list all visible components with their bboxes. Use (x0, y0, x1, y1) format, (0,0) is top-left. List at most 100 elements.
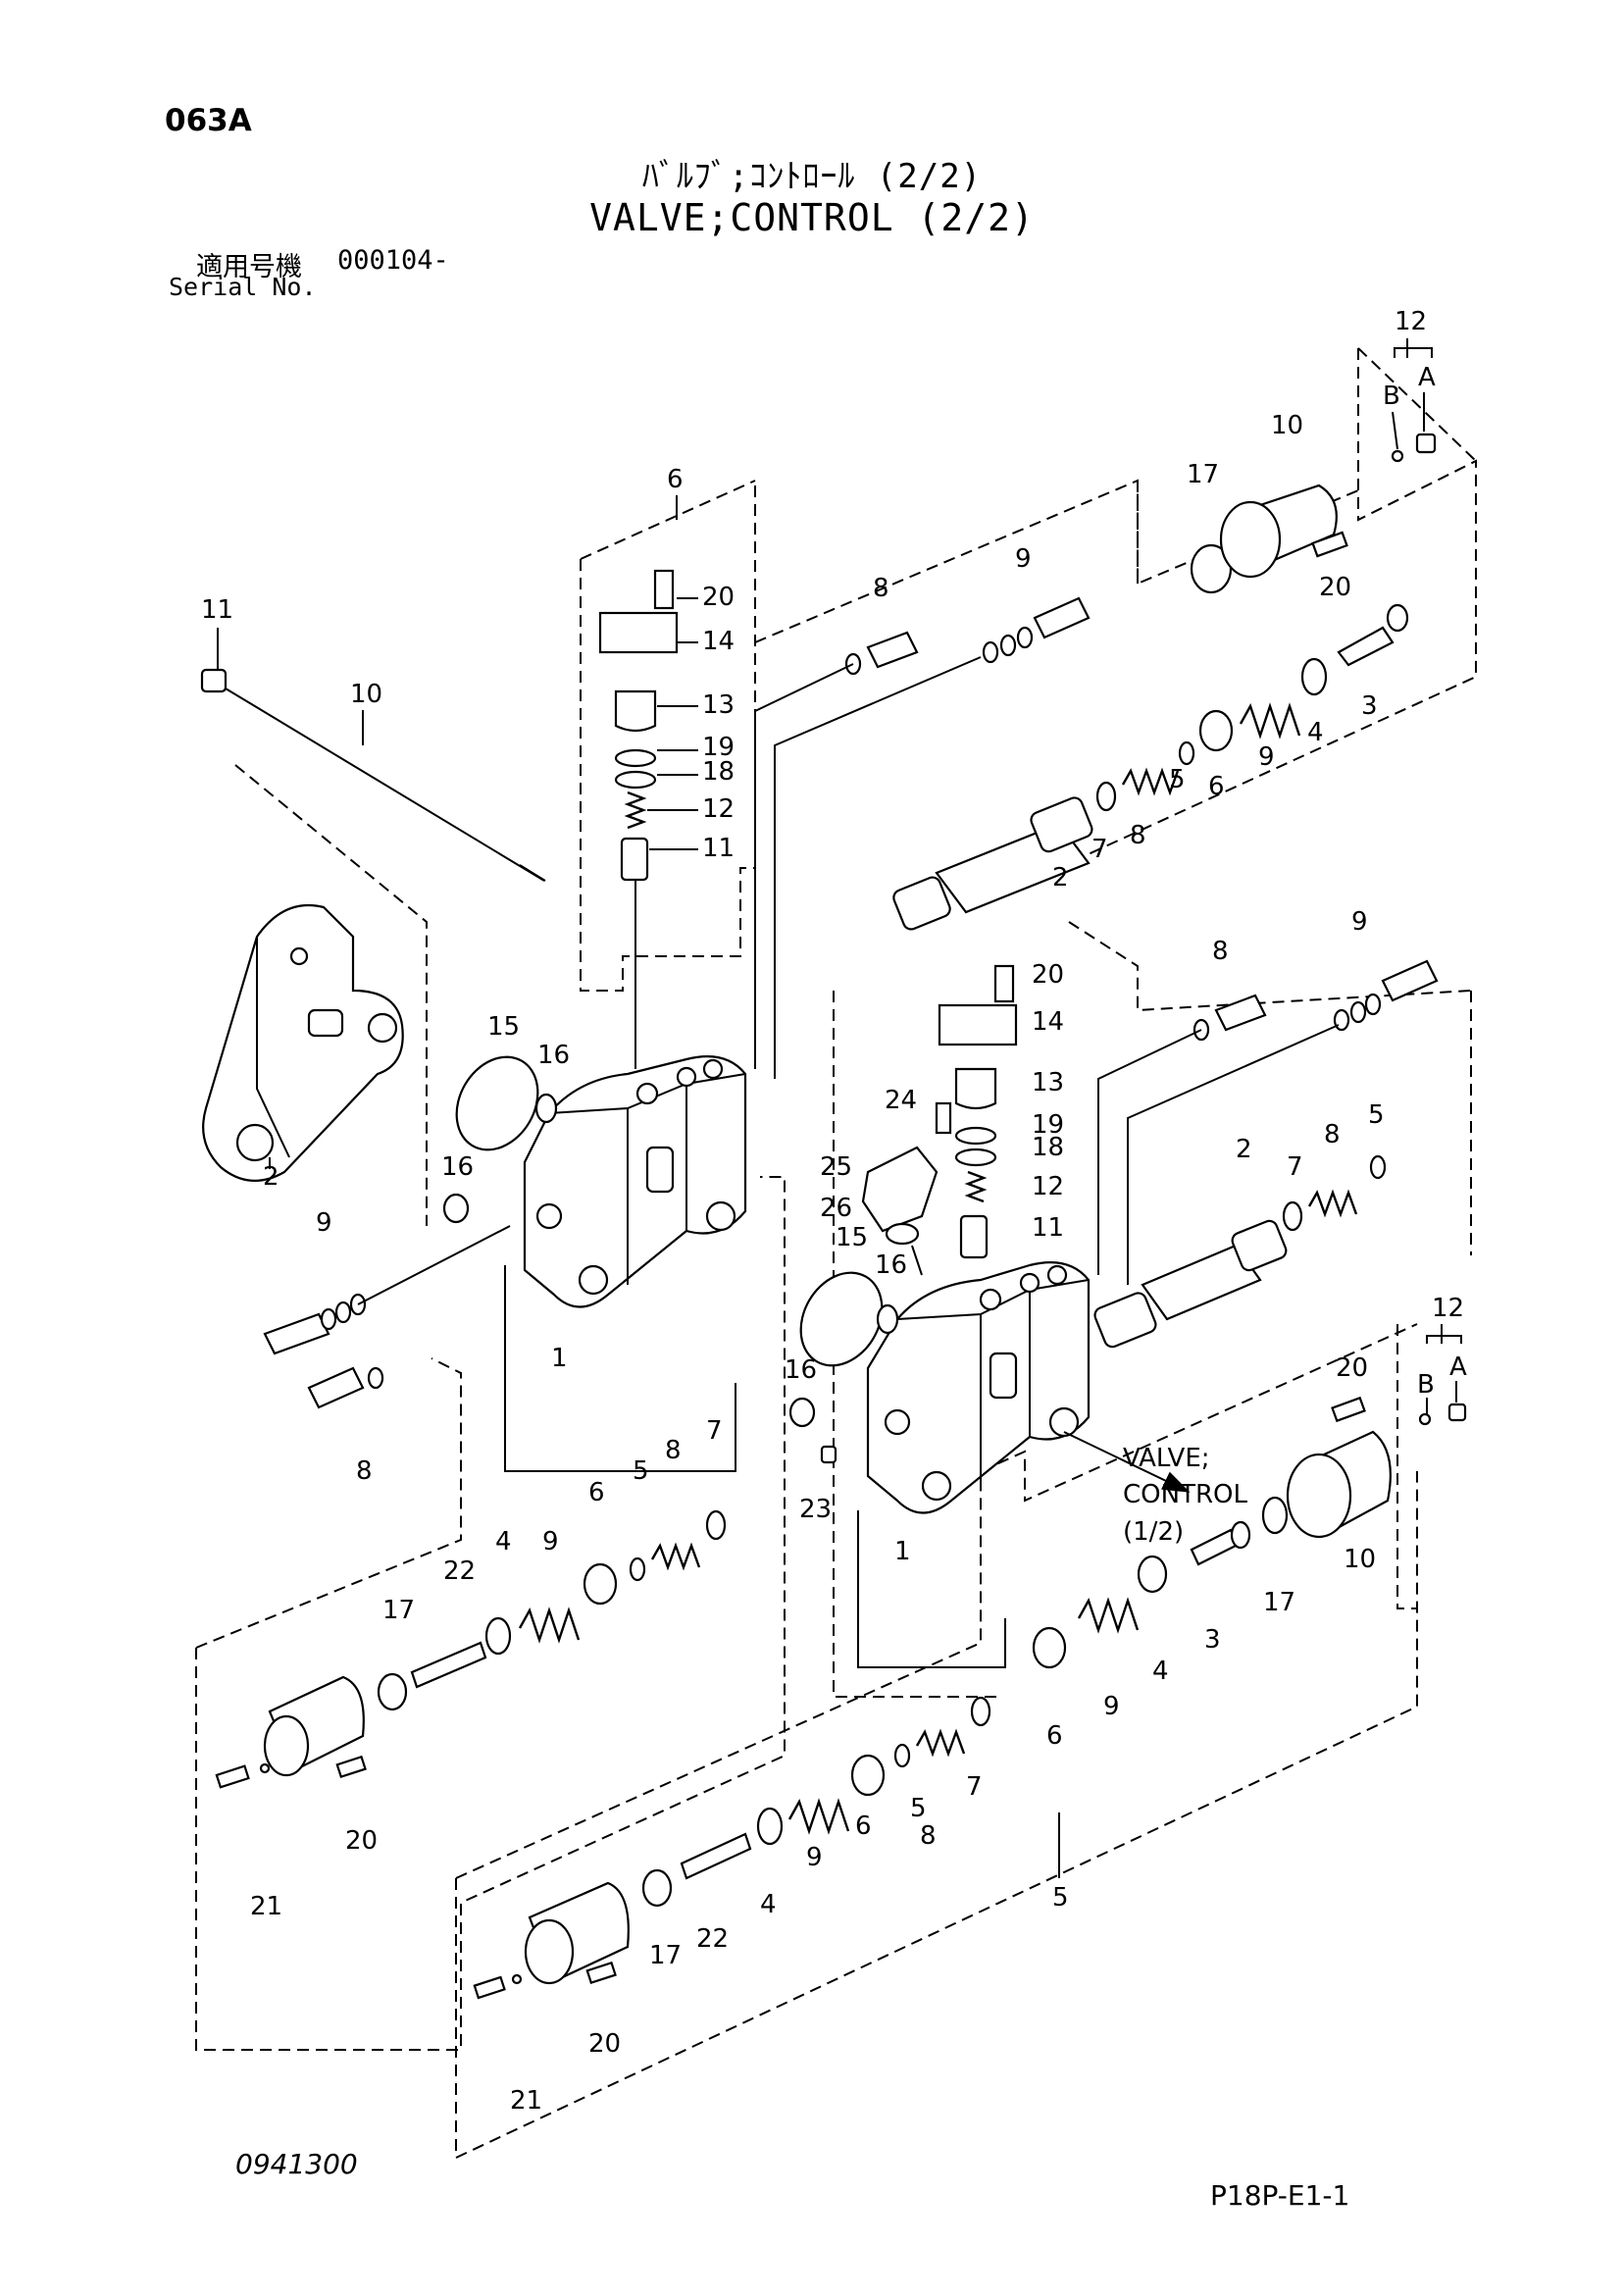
label-22-right: 22 (696, 1924, 729, 1954)
cover-25 (861, 1146, 939, 1233)
ref-valve-line1: VALVE; (1123, 1444, 1210, 1473)
label-21-right: 21 (510, 2086, 542, 2116)
piston-11-mid (959, 1214, 989, 1259)
label-20-left-lower: 20 (345, 1826, 378, 1856)
spring-8-left (650, 1542, 701, 1571)
oring-16-right-a (876, 1303, 899, 1335)
cap-13-mid (954, 1067, 997, 1110)
label-7-right-lower: 7 (966, 1772, 983, 1802)
label-11-top: 11 (702, 834, 735, 863)
label-A-upper: A (1418, 363, 1436, 392)
plug-12B-upper (1391, 449, 1404, 463)
subassembly-mid-parts (861, 964, 1018, 1276)
label-19-mid: 19 (1032, 1110, 1064, 1140)
label-16-right-b: 16 (785, 1355, 817, 1385)
label-6-lower-right: 6 (1046, 1721, 1063, 1751)
label-17-upper: 17 (1187, 460, 1219, 489)
cap-13-top (614, 689, 657, 733)
washer-5-left (629, 1556, 646, 1582)
oring-17-right (641, 1868, 673, 1908)
valve-body-1-left (523, 1055, 747, 1308)
serial-label-english: Serial No. (169, 273, 317, 301)
washer-5-mid (1369, 1154, 1387, 1180)
label-12-lower: 12 (1432, 1294, 1464, 1323)
label-8-left-lower: 8 (665, 1436, 682, 1465)
retainer-4-right (756, 1807, 784, 1846)
label-20-upper: 20 (1319, 573, 1351, 602)
label-3-lower: 3 (1204, 1625, 1221, 1655)
label-5-upper: 5 (1169, 765, 1186, 794)
plug-23 (820, 1445, 837, 1464)
seat-6-left (583, 1562, 618, 1606)
label-6-right-lower: 6 (855, 1811, 872, 1841)
label-19-top: 19 (702, 733, 735, 762)
label-5-bottom: 5 (1052, 1883, 1069, 1913)
label-11-left: 11 (201, 595, 233, 625)
label-16-left-b: 16 (441, 1152, 474, 1182)
label-9-lower-right: 9 (1103, 1692, 1120, 1721)
label-20-top: 20 (702, 583, 735, 612)
label-21-left: 21 (250, 1892, 282, 1921)
spool-2-upper (892, 876, 951, 931)
label-9-right-lower: 9 (806, 1843, 823, 1872)
boundary-lower-right (455, 1471, 1418, 2160)
oring-16-left-b (442, 1193, 470, 1224)
oring-17-left (377, 1672, 408, 1711)
label-7-upper: 7 (1091, 835, 1108, 864)
spring-9-lower-right (1077, 1597, 1140, 1634)
label-2-mid: 2 (1236, 1135, 1252, 1164)
label-6-left-lower: 6 (588, 1478, 605, 1507)
label-17-left: 17 (382, 1596, 415, 1625)
page-id: 063A (165, 103, 252, 138)
label-24: 24 (885, 1086, 917, 1115)
label-9-top: 9 (1015, 544, 1032, 574)
subassembly-6-parts (598, 569, 679, 1069)
callout-labels: 6 20 14 13 19 18 12 11 11 10 2 15 16 16 … (201, 307, 1467, 2116)
plate-14-top (598, 611, 679, 654)
label-8-top: 8 (873, 574, 889, 603)
spring-9-right (787, 1798, 850, 1835)
label-2-upper: 2 (1052, 863, 1069, 893)
spool-2-mid (1093, 1292, 1157, 1349)
label-16-right-a: 16 (875, 1250, 907, 1280)
right-lower-cap (1032, 1396, 1467, 1669)
retainer-4-lower (1137, 1555, 1168, 1594)
label-3-upper: 3 (1361, 691, 1378, 721)
oring-17-lower-right (1261, 1496, 1289, 1535)
label-20-right-lower: 20 (588, 2029, 621, 2059)
seals (442, 1055, 899, 1428)
retainer-4-left (484, 1616, 512, 1656)
bolt-21-left (215, 1764, 250, 1789)
label-11-mid: 11 (1032, 1213, 1064, 1243)
right-lower-row (473, 1510, 1006, 2000)
oring-19-top (614, 748, 657, 768)
label-10-left: 10 (350, 680, 382, 709)
boundary-lower-left (195, 1176, 786, 2051)
bolt-20-lower-right (1331, 1396, 1366, 1423)
label-6-upper: 6 (1208, 772, 1225, 801)
label-9-mid: 9 (1351, 907, 1368, 937)
oring-15-left (455, 1055, 539, 1151)
bolt-24 (935, 1101, 952, 1135)
label-18-mid: 18 (1032, 1133, 1064, 1162)
spring-8-mid (1307, 1189, 1358, 1218)
stem-22-right (680, 1832, 752, 1880)
plug-9-mid (1381, 959, 1439, 1002)
gasket-26 (885, 1222, 920, 1246)
label-9-left: 9 (316, 1208, 332, 1238)
bolt-20-left-lower (335, 1755, 367, 1779)
title-english: VALVE;CONTROL (2/2) (589, 196, 1035, 239)
label-1-left: 1 (551, 1344, 568, 1373)
washer-7-right (970, 1696, 991, 1727)
plug-12B-lower (1418, 1412, 1432, 1426)
label-14-top: 14 (702, 627, 735, 656)
label-10-upper: 10 (1271, 411, 1303, 440)
label-5-left-lower: 5 (633, 1456, 649, 1486)
label-12-mid: 12 (1032, 1172, 1064, 1201)
serial-number-value: 000104- (337, 245, 449, 276)
bolt-20-upper (1311, 531, 1348, 558)
bolt-20-top (653, 569, 675, 610)
label-8-mid: 8 (1212, 937, 1229, 966)
page-code: P18P-E1-1 (1210, 2179, 1350, 2212)
label-17-right: 17 (649, 1941, 682, 1970)
